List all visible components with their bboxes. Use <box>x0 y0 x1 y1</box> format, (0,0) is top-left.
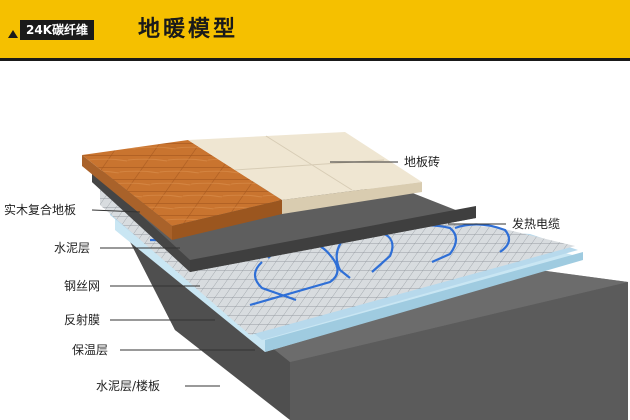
product-badge: 24K碳纤维 <box>20 20 94 40</box>
wood-floor-block <box>82 140 282 240</box>
page-title: 地暖模型 <box>138 17 239 42</box>
label-tile: 地板砖 <box>404 154 440 169</box>
header-divider <box>0 58 630 61</box>
header-bar <box>0 0 630 58</box>
label-steel-mesh: 钢丝网 <box>64 279 100 293</box>
label-wood-floor: 实木复合地板 <box>4 202 76 217</box>
leader-lines <box>91 161 506 387</box>
label-heating-cable: 发热电缆 <box>512 216 560 231</box>
label-base-slab: 水泥层/楼板 <box>96 378 160 393</box>
triangle-icon <box>8 30 18 38</box>
label-reflective-film: 反射膜 <box>64 312 100 327</box>
label-insulation: 保温层 <box>72 343 108 357</box>
label-cement-layer: 水泥层 <box>54 241 90 255</box>
